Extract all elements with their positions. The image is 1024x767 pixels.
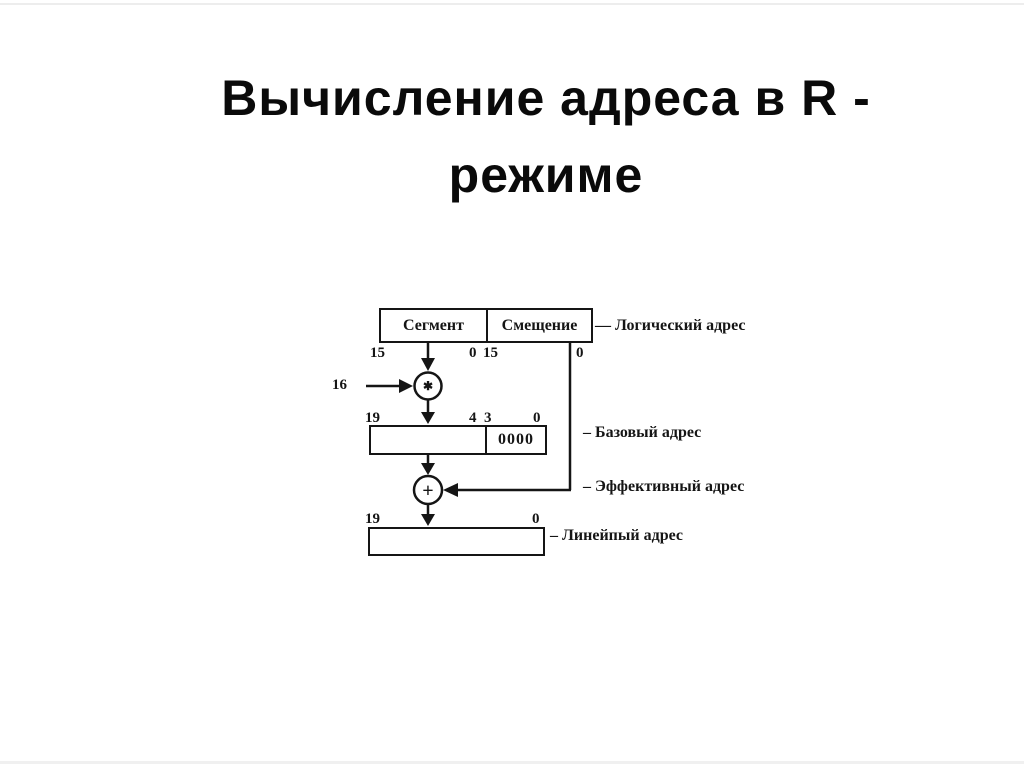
offset-field: Смещение — [501, 316, 578, 334]
multiplier-operand: 16 — [332, 377, 347, 393]
multiplier-circle — [413, 371, 443, 401]
base-address-register: 0000 — [369, 425, 547, 455]
bit-base-mid-right: 3 — [484, 410, 492, 426]
arrowhead-right-icon — [399, 379, 413, 393]
plus-icon: + — [422, 480, 434, 502]
bit-offset-high: 15 — [483, 345, 498, 361]
bit-base-mid-left: 4 — [469, 410, 477, 426]
logical-address-label: — Логический адрес — [595, 317, 746, 334]
arrowhead-down-icon — [421, 463, 435, 475]
bit-base-low: 0 — [533, 410, 541, 426]
slide-top-edge — [0, 3, 1024, 5]
slide-bottom-edge — [0, 761, 1024, 764]
bit-base-high: 19 — [365, 410, 380, 426]
arrowhead-down-icon — [421, 514, 435, 526]
arrowhead-down-icon — [421, 412, 435, 424]
slide-title: Вычисление адреса в R - режиме — [34, 60, 1024, 214]
bit-linear-low: 0 — [532, 511, 540, 527]
arrowhead-down-icon — [421, 358, 435, 371]
multiply-icon: ✱ — [422, 379, 434, 393]
base-address-zero-field: 0000 — [498, 431, 534, 448]
linear-address-label: – Линейпый адрес — [550, 527, 683, 544]
linear-address-register — [368, 527, 545, 556]
arrowhead-left-icon — [443, 483, 458, 497]
base-address-label: – Базовый адрес — [583, 424, 702, 441]
bit-segment-low: 0 — [469, 345, 477, 361]
bit-linear-high: 19 — [365, 511, 380, 527]
logical-address-register: Сегмент Смещение — [379, 308, 593, 343]
segment-field: Сегмент — [381, 310, 488, 341]
diagram-connectors — [366, 343, 572, 526]
effective-address-label: – Эффективный адрес — [583, 478, 745, 495]
slide-title-line2: режиме — [448, 147, 644, 203]
bit-segment-high: 15 — [370, 345, 385, 361]
address-calculation-diagram: Сегмент Смещение 15 0 15 0 — Логический … — [330, 300, 810, 570]
base-address-value-field — [371, 427, 487, 453]
slide-title-line1: Вычисление адреса в R - — [221, 70, 871, 126]
bit-offset-low: 0 — [576, 345, 584, 361]
